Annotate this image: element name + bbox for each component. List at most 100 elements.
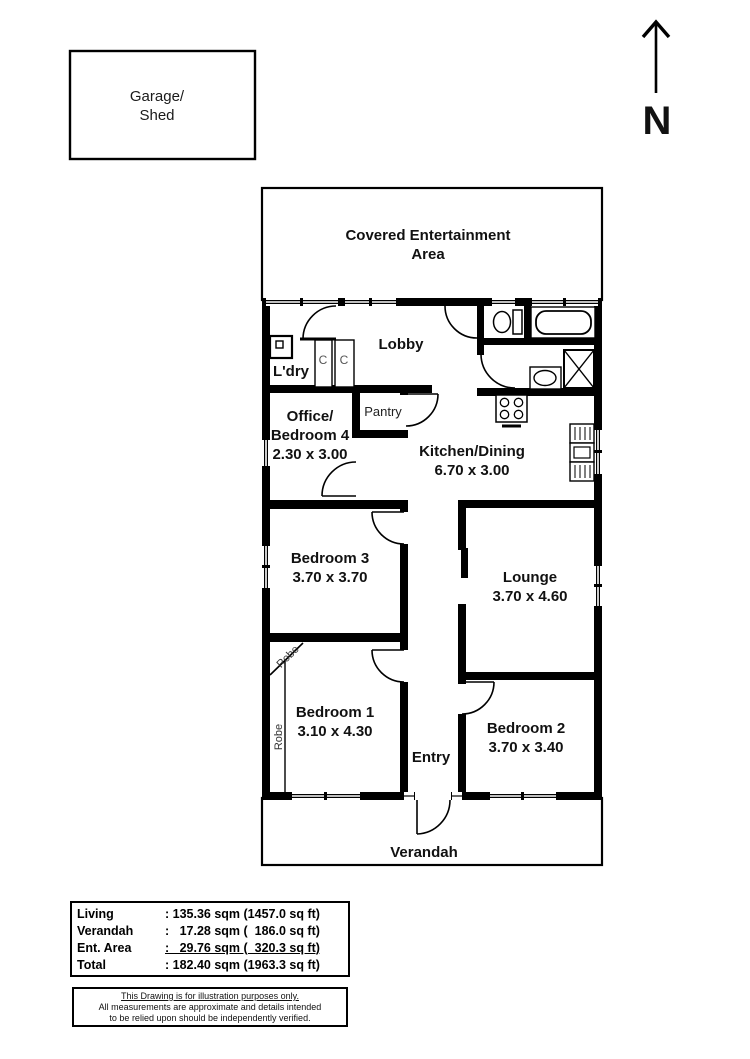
wall-wc-west [477, 306, 484, 345]
window [292, 792, 360, 800]
stove-icon [495, 394, 528, 428]
garage-shed: Garage/ Shed [68, 49, 257, 161]
wall-corridor-east-b [458, 604, 466, 672]
window [594, 430, 602, 474]
room-label-laundry: L'dry [273, 363, 310, 380]
disclaimer-line1: This Drawing is for illustration purpose… [121, 991, 299, 1001]
wall-corridor-west-c [400, 682, 408, 792]
room-label-office-line2: Bedroom 4 [271, 427, 350, 444]
wall-east [594, 298, 602, 800]
area-value: : 17.28 sqm ( 186.0 sq ft) [165, 923, 320, 938]
disclaimer-line2: All measurements are approximate and det… [98, 1002, 322, 1012]
window [594, 566, 602, 606]
toilet-icon [492, 309, 523, 335]
room-dims-bedroom3: 3.70 x 3.70 [292, 569, 367, 586]
room-label-lobby: Lobby [379, 336, 425, 353]
table-row: Total : 182.40 sqm (1963.3 sq ft) [77, 957, 348, 973]
door-wc [444, 305, 478, 339]
north-arrow-head [641, 19, 671, 39]
cea-label-line2: Area [411, 246, 445, 263]
door-lobby [300, 305, 337, 341]
wall-lounge-north [458, 500, 602, 508]
cea-label-line1: Covered Entertainment [345, 227, 510, 244]
room-label-lounge: Lounge [503, 569, 557, 586]
wall-lounge-bedroom2 [458, 672, 602, 680]
window [492, 298, 515, 306]
wall-corridor-east-a [458, 500, 466, 550]
fixtures [268, 306, 596, 792]
window [490, 792, 556, 800]
room-label-entry: Entry [412, 749, 451, 766]
room-dims-bedroom2: 3.70 x 3.40 [488, 739, 563, 756]
closet-icon [314, 339, 333, 388]
north-arrow: N [641, 19, 672, 143]
wall-office-pantry [352, 385, 360, 438]
basin-icon [529, 366, 562, 390]
closet-label: C [319, 353, 328, 367]
wall-corridor-west-a [400, 500, 408, 512]
room-dims-kitchen: 6.70 x 3.00 [434, 462, 509, 479]
area-value: : 182.40 sqm (1963.3 sq ft) [165, 957, 320, 972]
wall-north [262, 298, 602, 306]
room-labels: Lobby L'dry C C Office/ Bedroom 4 2.30 x… [271, 336, 568, 861]
room-label-office-line1: Office/ [287, 408, 335, 425]
door-front-entry [416, 799, 451, 835]
closet-icon [334, 339, 355, 388]
room-dims-office: 2.30 x 3.00 [272, 446, 347, 463]
wall-lounge-pier [461, 548, 468, 578]
room-label-bedroom3: Bedroom 3 [291, 550, 369, 567]
wall-corridor-west-b [400, 544, 408, 650]
door-bedroom2 [461, 681, 495, 715]
window [262, 440, 270, 466]
door-bedroom1 [371, 649, 405, 683]
table-row: Living : 135.36 sqm (1457.0 sq ft) [77, 906, 348, 922]
wall-pantry-east-stub [400, 385, 408, 395]
garage-label-line1: Garage/ [130, 88, 185, 105]
disclaimer-line3: to be relied upon should be independentl… [109, 1013, 311, 1023]
room-label-verandah: Verandah [390, 844, 458, 861]
wall-pantry-south [352, 430, 408, 438]
window [452, 792, 462, 800]
covered-entertainment-area: Covered Entertainment Area [260, 186, 604, 302]
wall-bath-mid [477, 338, 602, 345]
table-row: Verandah : 17.28 sqm ( 186.0 sq ft) [77, 923, 348, 939]
disclaimer-box: This Drawing is for illustration purpose… [72, 987, 348, 1027]
cea-outline [260, 186, 604, 302]
kitchen-sink-icon [569, 423, 595, 482]
windows [262, 298, 602, 800]
wall-wc-east [524, 306, 531, 345]
room-label-bedroom2: Bedroom 2 [487, 720, 565, 737]
door-office [321, 461, 357, 497]
shower-icon [563, 349, 595, 389]
door-bedroom3 [371, 511, 405, 545]
wall-bathroom-south [477, 388, 602, 396]
wall-lobby-south [262, 385, 432, 393]
area-value: : 135.36 sqm (1457.0 sq ft) [165, 906, 320, 921]
garage-label-line2: Shed [139, 107, 174, 124]
wall-corridor-east-d [458, 714, 466, 792]
area-label: Living [77, 906, 114, 921]
laundry-trough-icon [268, 334, 294, 360]
room-label-bedroom1: Bedroom 1 [296, 704, 374, 721]
area-summary-table: Living : 135.36 sqm (1457.0 sq ft) Verand… [70, 901, 350, 977]
window [532, 298, 598, 306]
room-dims-bedroom1: 3.10 x 4.30 [297, 723, 372, 740]
window [404, 792, 414, 800]
room-dims-lounge: 3.70 x 4.60 [492, 588, 567, 605]
robe-closet [269, 642, 304, 792]
table-row: Ent. Area: 29.76 sqm ( 320.3 sq ft) [77, 940, 348, 956]
robe-label-vertical: Robe [273, 724, 285, 750]
door-bathroom [480, 345, 516, 389]
area-label: Total [77, 957, 106, 972]
area-value: : 29.76 sqm ( 320.3 sq ft) [165, 940, 320, 955]
closet-label: C [340, 353, 349, 367]
area-label: Verandah [77, 923, 134, 938]
window [262, 546, 270, 588]
doors [300, 305, 516, 835]
bathtub-icon [530, 306, 596, 339]
front-door-opening [415, 792, 451, 800]
door-pantry [405, 393, 439, 427]
room-label-pantry: Pantry [364, 404, 402, 419]
north-label: N [643, 99, 672, 143]
